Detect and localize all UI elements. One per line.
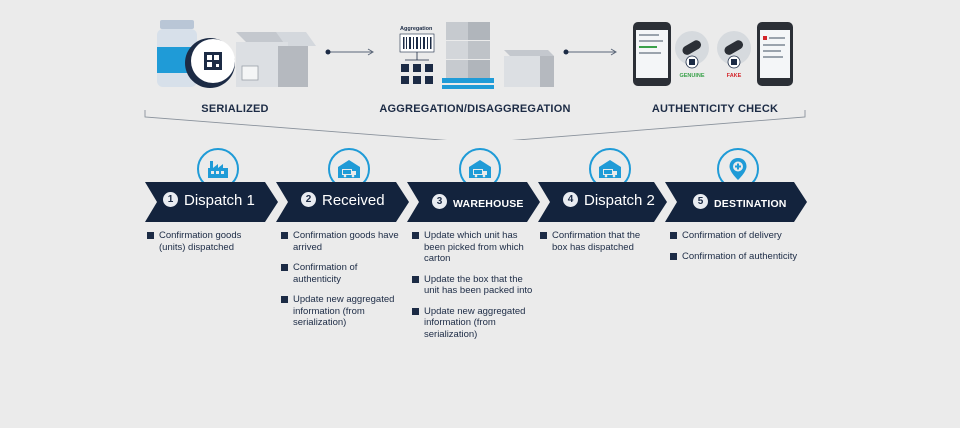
stages-bracket <box>144 110 806 140</box>
bullet-item: Confirmation of authenticity <box>281 262 403 285</box>
aggregation-illustration <box>399 22 554 89</box>
step-2-title: 2 Received <box>301 192 385 210</box>
bullet-item: Update which unit has been picked from w… <box>412 230 536 265</box>
step-1-title: 1 Dispatch 1 <box>163 192 255 210</box>
step-4-title: 4 Dispatch 2 <box>563 192 655 210</box>
step-5-label: DESTINATION <box>714 198 787 210</box>
bullet-item: Update new aggregated information (from … <box>281 294 403 329</box>
step-1-number: 1 <box>163 192 178 208</box>
bullet-item: Confirmation of delivery <box>670 230 798 242</box>
serialized-illustration <box>157 20 316 88</box>
genuine-label: GENUINE <box>679 73 705 79</box>
step-3-title: 3 WAREHOUSE <box>432 194 524 212</box>
authenticity-illustration <box>633 22 793 86</box>
top-illustrations <box>144 20 806 140</box>
chevron-step-3 <box>407 182 540 222</box>
step-3-bullets: Update which unit has been picked from w… <box>412 230 536 349</box>
step-3-number: 3 <box>432 194 447 210</box>
bullet-item: Confirmation of authenticity <box>670 251 798 263</box>
step-5-bullets: Confirmation of delivery Confirmation of… <box>670 230 798 271</box>
bullet-item: Confirmation goods have arrived <box>281 230 403 253</box>
warehouse-truck-icon <box>599 160 621 178</box>
factory-icon <box>208 161 228 178</box>
bullet-item: Update the box that the unit has been pa… <box>412 274 536 297</box>
barcode-label: Aggregation <box>400 26 433 32</box>
process-chevrons <box>145 182 807 222</box>
fake-label: FAKE <box>726 73 742 79</box>
step-2-number: 2 <box>301 192 316 208</box>
step-5-title: 5 DESTINATION <box>693 194 787 212</box>
stage-label-authenticity: AUTHENTICITY CHECK <box>651 103 779 115</box>
bullet-item: Update new aggregated information (from … <box>412 306 536 341</box>
step-3-label: WAREHOUSE <box>453 198 524 210</box>
bullet-item: Confirmation goods (units) dispatched <box>147 230 267 253</box>
step-2-label: Received <box>322 192 385 209</box>
location-pin-icon <box>729 158 747 180</box>
arrow-right-1 <box>325 48 374 56</box>
warehouse-truck-icon <box>469 160 491 178</box>
step-4-number: 4 <box>563 192 578 208</box>
chevron-step-4 <box>538 182 667 222</box>
arrow-right-2 <box>563 48 617 56</box>
step-5-number: 5 <box>693 194 708 210</box>
step-2-bullets: Confirmation goods have arrived Confirma… <box>281 230 403 338</box>
chevron-step-2 <box>276 182 409 222</box>
step-4-label: Dispatch 2 <box>584 192 655 209</box>
chevron-step-5 <box>665 182 807 222</box>
warehouse-truck-icon <box>338 160 360 178</box>
stage-label-aggregation: AGGREGATION/DISAGGREGATION <box>379 103 571 115</box>
step-4-bullets: Confirmation that the box has dispatched <box>540 230 658 262</box>
step-1-label: Dispatch 1 <box>184 192 255 209</box>
stage-label-serialized: SERIALIZED <box>201 103 269 115</box>
step-1-bullets: Confirmation goods (units) dispatched <box>147 230 267 262</box>
chevron-step-1 <box>145 182 278 222</box>
bullet-item: Confirmation that the box has dispatched <box>540 230 658 253</box>
